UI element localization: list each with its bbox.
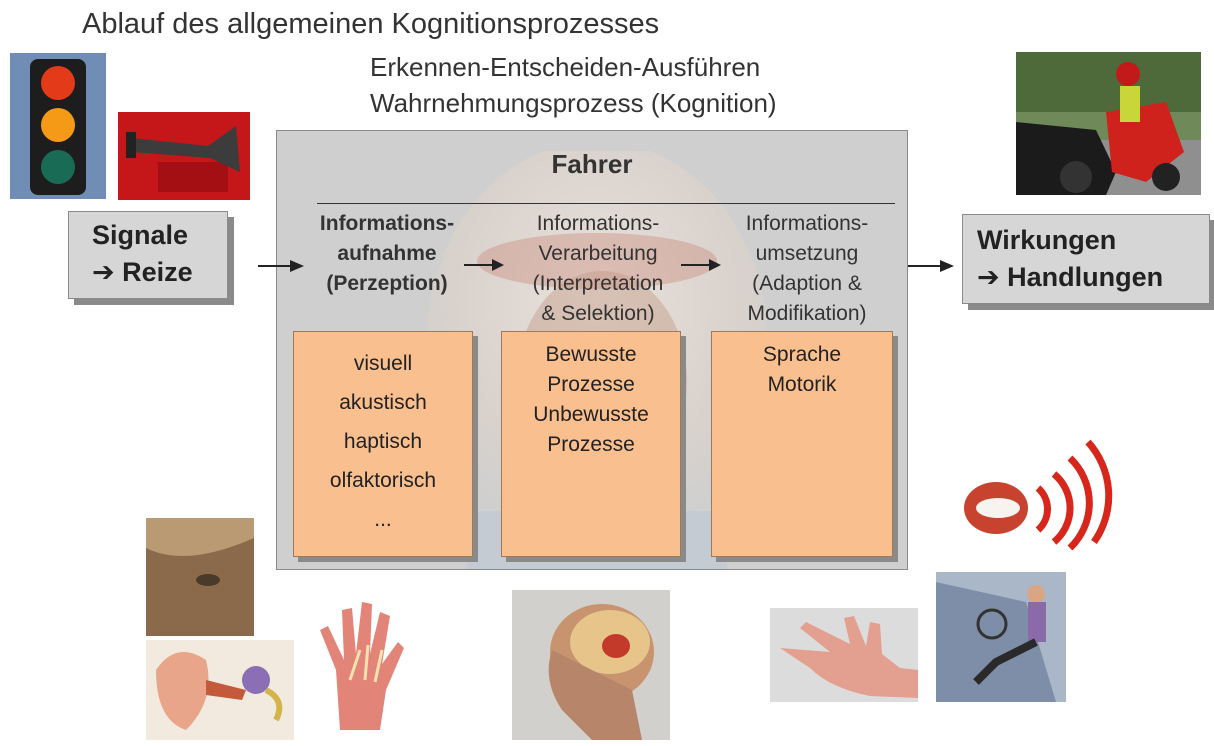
panel-divider <box>317 203 895 204</box>
driver-in-car-image <box>936 572 1066 702</box>
item-akustisch: akustisch <box>294 383 472 422</box>
column-head-perzeption: Informations- aufnahme (Perzeption) <box>297 209 477 299</box>
arrow-right-icon: ➔ <box>977 262 1000 292</box>
column-head-line: (Perzeption) <box>297 269 477 299</box>
column-head-umsetzung: Informations- umsetzung (Adaption & Modi… <box>717 209 897 329</box>
column-head-line: (Adaption & <box>717 269 897 299</box>
item-motorik: Motorik <box>712 370 892 400</box>
item-visuell: visuell <box>294 344 472 383</box>
item-prozesse: Prozesse <box>502 430 680 460</box>
item-olfaktorisch: olfaktorisch <box>294 461 472 500</box>
hand-anatomy-image <box>310 590 410 736</box>
skin-closeup-image <box>146 518 254 636</box>
column-head-line: Informations- <box>717 209 897 239</box>
motorcycle-car-scene-image <box>1016 52 1201 195</box>
handlungen-label: Handlungen <box>1007 262 1163 292</box>
horn-image <box>118 112 250 200</box>
item-unbewusste: Unbewusste <box>502 400 680 430</box>
column-head-line: Modifikation) <box>717 299 897 329</box>
traffic-light-image <box>10 53 106 199</box>
ear-anatomy-image <box>146 640 294 740</box>
head-brain-anatomy-image <box>512 590 670 740</box>
page-title: Ablauf des allgemeinen Kognitionsprozess… <box>82 8 659 41</box>
arrow-right-icon <box>464 257 504 273</box>
arrow-right-icon: ➔ <box>92 257 115 287</box>
column-head-verarbeitung: Informations- Verarbeitung (Interpretati… <box>501 209 695 329</box>
arrow-right-icon <box>908 258 954 274</box>
verarbeitung-items-box: Bewusste Prozesse Unbewusste Prozesse <box>501 331 681 557</box>
item-ellipsis: ... <box>294 500 472 539</box>
reize-label: Reize <box>122 257 193 287</box>
subtitle-line-1: Erkennen-Entscheiden-Ausführen <box>370 52 760 83</box>
perzeption-items-box: visuell akustisch haptisch olfaktorisch … <box>293 331 473 557</box>
mouth-speaking-image <box>958 430 1138 550</box>
wirkungen-handlungen-box: Wirkungen ➔ Handlungen <box>962 214 1210 304</box>
umsetzung-items-box: Sprache Motorik <box>711 331 893 557</box>
driver-panel: Fahrer Informations- aufnahme (Perzeptio… <box>276 130 908 570</box>
subtitle-line-2: Wahrnehmungsprozess (Kognition) <box>370 88 777 119</box>
arrow-right-icon <box>258 258 304 274</box>
open-hand-image <box>770 608 918 702</box>
wirkungen-label: Wirkungen <box>977 225 1116 256</box>
item-prozesse: Prozesse <box>502 370 680 400</box>
signale-label: Signale <box>92 220 188 251</box>
arrow-right-icon <box>681 257 721 273</box>
column-head-line: Informations- <box>501 209 695 239</box>
column-head-line: & Selektion) <box>501 299 695 329</box>
panel-title-fahrer: Fahrer <box>277 149 907 180</box>
column-head-line: Informations- <box>297 209 477 239</box>
column-head-line: (Interpretation <box>501 269 695 299</box>
signale-reize-box: Signale ➔ Reize <box>68 211 228 299</box>
item-haptisch: haptisch <box>294 422 472 461</box>
column-head-line: umsetzung <box>717 239 897 269</box>
item-bewusste: Bewusste <box>502 340 680 370</box>
item-sprache: Sprache <box>712 340 892 370</box>
column-head-line: aufnahme <box>297 239 477 269</box>
column-head-line: Verarbeitung <box>501 239 695 269</box>
